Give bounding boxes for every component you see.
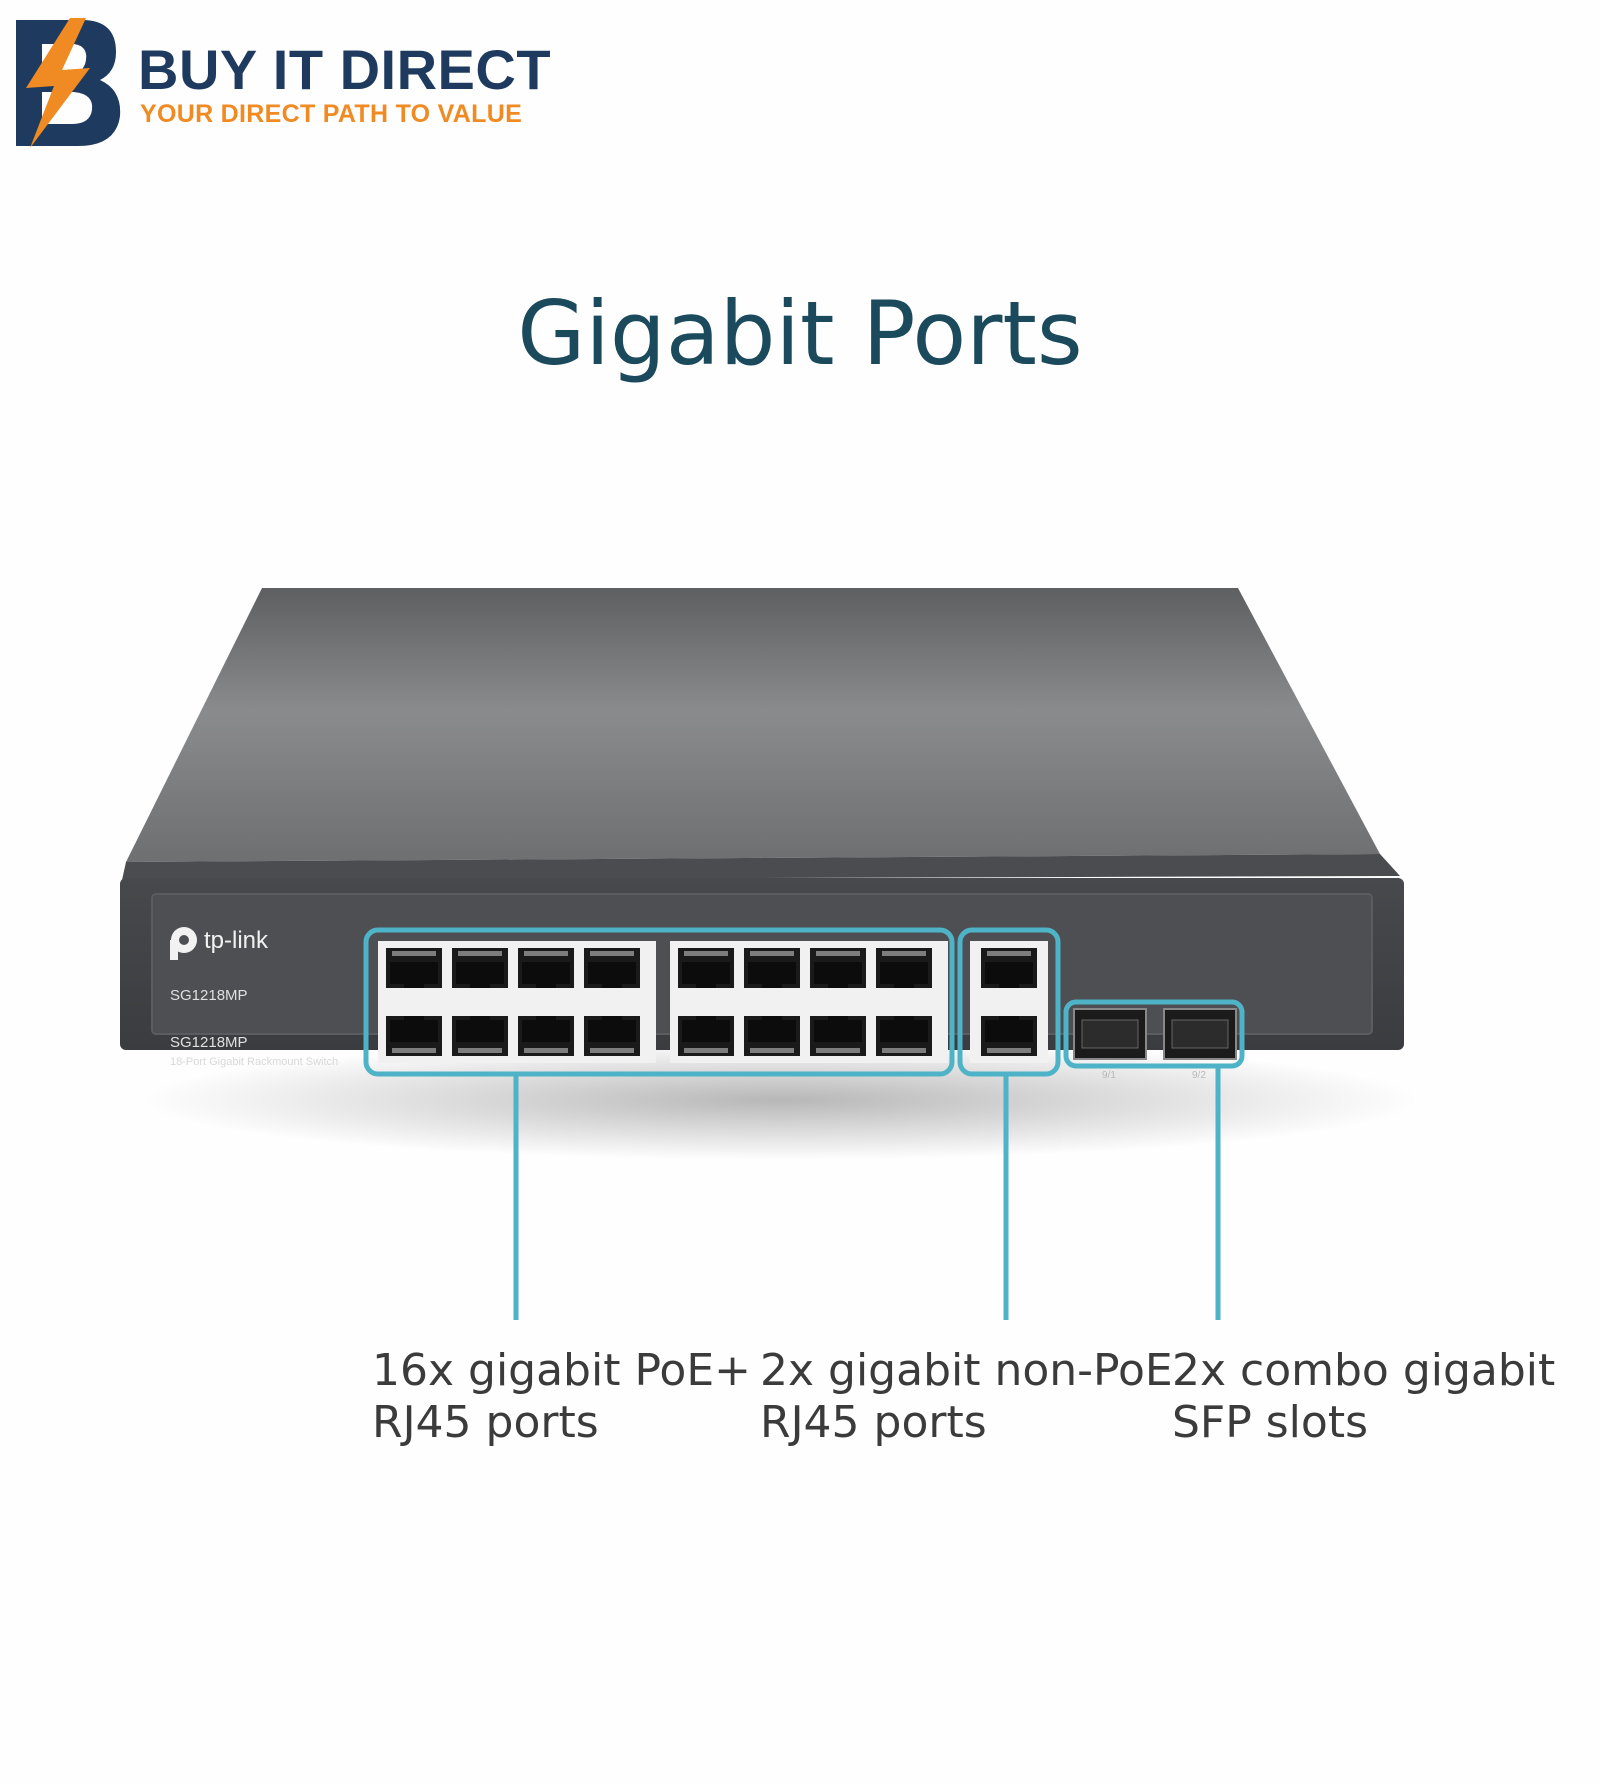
bolt-b-logo-icon [16, 18, 121, 148]
device-description: 18-Port Gigabit Rackmount Switch [170, 1056, 338, 1068]
brand-logo: BUY IT DIRECT YOUR DIRECT PATH TO VALUE [12, 18, 551, 148]
sfp-label-2: 9/2 [1192, 1070, 1206, 1081]
page-title: Gigabit Ports [517, 282, 1083, 385]
sfp-label-1: 9/1 [1102, 1070, 1116, 1081]
callout-non-poe-line2: RJ45 ports [760, 1397, 987, 1448]
product-image: tp-link SG1218MP SG1218MP 18-Port Gigabi… [0, 560, 1600, 1320]
device-model-top: SG1218MP [170, 987, 248, 1004]
callout-sfp-line1: 2x combo gigabit [1172, 1345, 1556, 1396]
network-switch: tp-link SG1218MP SG1218MP 18-Port Gigabi… [120, 588, 1420, 1320]
callout-poe-ports: 16x gigabit PoE+ RJ45 ports [372, 1345, 751, 1449]
tp-link-logo-icon [170, 927, 197, 960]
brand-tagline: YOUR DIRECT PATH TO VALUE [140, 100, 523, 128]
device-brand: tp-link [204, 927, 269, 954]
callout-lines [513, 1066, 1221, 1320]
device-model-bottom: SG1218MP [170, 1034, 248, 1051]
callout-poe-line1: 16x gigabit PoE+ [372, 1345, 752, 1396]
non-poe-port-group [970, 941, 1048, 1063]
sfp-slot-icon: 9/1 9/2 [1073, 1008, 1237, 1081]
callout-non-poe-line1: 2x gigabit non-PoE [760, 1345, 1173, 1396]
callout-poe-line2: RJ45 ports [372, 1397, 599, 1448]
callout-sfp-slots: 2x combo gigabit SFP slots [1172, 1345, 1555, 1449]
brand-name: BUY IT DIRECT [138, 38, 552, 101]
callout-sfp-line2: SFP slots [1172, 1397, 1369, 1448]
callout-non-poe-ports: 2x gigabit non-PoE RJ45 ports [760, 1345, 1173, 1449]
poe-port-group [378, 941, 948, 1063]
port-highlights [363, 927, 1245, 1077]
